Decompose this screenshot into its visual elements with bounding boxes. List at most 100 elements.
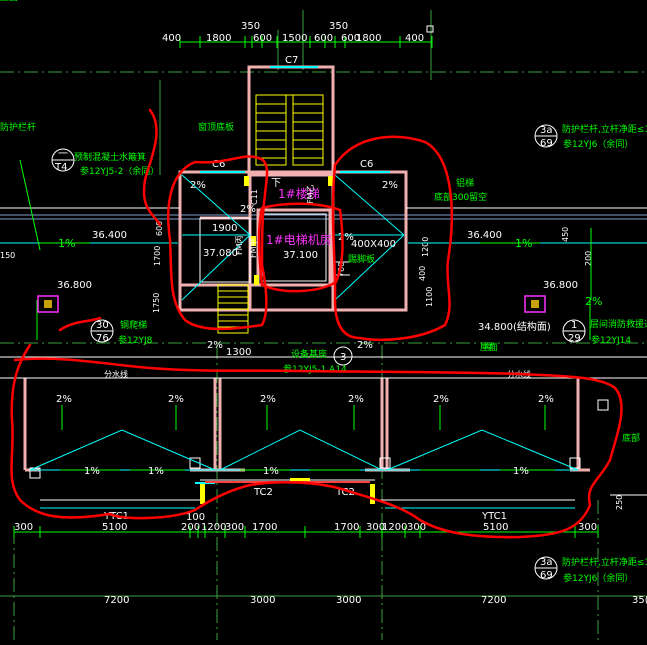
notes: 预制混凝土水簸箕 参12YJ5-2（余同） 窗顶底板 钢爬梯 底部300留空 铝…: [0, 0, 647, 584]
lower-roof-cyan: [29, 429, 579, 509]
callout-6-top: 一: [58, 149, 68, 160]
dim-bot-8: 1700: [334, 522, 359, 533]
slope-13: 1%: [148, 466, 164, 477]
note-1: 预制混凝土水簸箕: [74, 151, 146, 163]
callout-6-bottom: T4: [54, 162, 67, 173]
dim-450: 450: [561, 227, 570, 242]
lower-yellow-posts: [200, 478, 375, 504]
dim-top-6: 600: [314, 33, 333, 44]
level-36400-left: 36.400: [92, 230, 127, 241]
dim-bot-13: 300: [578, 522, 597, 533]
callout-5-bottom: 69: [540, 570, 553, 581]
window-c6-right-label: C6: [360, 159, 373, 170]
note-17: 屋面: [480, 342, 498, 353]
slope-10: 2%: [56, 394, 72, 405]
slope-2: 1%: [515, 237, 532, 250]
elevator-room-label: 1#电梯机房: [266, 232, 332, 247]
callout-3-top: 1: [571, 320, 577, 331]
note-8: 设备基座: [291, 348, 327, 360]
callout-2-bottom: 76: [96, 333, 109, 344]
window-ytc1-b: YTC1: [481, 511, 507, 522]
window-tc2-a: TC2: [253, 487, 273, 498]
dim-1700: 1700: [153, 246, 162, 266]
note-3: 窗顶底板: [198, 121, 234, 133]
slope-8: 2%: [357, 340, 373, 351]
slope-11: 2%: [168, 394, 184, 405]
note-14: 底部: [622, 432, 640, 444]
dim-bot-1: 300: [14, 522, 33, 533]
slope-19: 2%: [538, 394, 554, 405]
door-marks: [244, 176, 333, 285]
slope-1: 1%: [58, 237, 75, 250]
dim-1100: 1100: [425, 287, 434, 307]
window-c7-label: C7: [285, 55, 298, 66]
left-room-level: 37.080: [203, 248, 238, 259]
roof-rails: [0, 207, 647, 358]
dim-bot-4: 200: [181, 522, 200, 533]
axis-dim-5: 35(: [632, 595, 647, 606]
window-c6-left-label: C6: [212, 159, 225, 170]
dim-top-2: 1800: [206, 33, 231, 44]
dim-600: 600: [155, 221, 164, 236]
dim-1200: 1200: [421, 237, 430, 257]
axis-dim-2: 3000: [250, 595, 275, 606]
dim-top-9: 1800: [356, 33, 381, 44]
slope-7: 2%: [207, 340, 223, 351]
dim-bot-6: 300: [225, 522, 244, 533]
callout-1-top: 3a: [540, 125, 553, 136]
note-4: 钢爬梯: [120, 319, 147, 331]
slope-14: 1%: [263, 466, 279, 477]
callout-1-bottom: 69: [540, 138, 553, 149]
level-36400-right: 36.400: [467, 230, 502, 241]
dim-top-7: 350: [329, 21, 348, 32]
lower-roof-walls: [23, 378, 590, 472]
note-6: 铝梯: [456, 177, 474, 189]
dim-250: 250: [615, 495, 624, 510]
dim-bot-12: 5100: [483, 522, 508, 533]
green-arrows: [19, 159, 592, 340]
dim-top-8: 600: [341, 33, 360, 44]
door-fm-c: FM丙: [235, 235, 244, 255]
note-20: 踢脚板: [348, 253, 375, 265]
top-dimension-chain: 400 1800 350 600 1500 600 350 600 1800 4…: [162, 21, 434, 48]
dim-top-1: 400: [162, 33, 181, 44]
door-fm-b: FM甲: [249, 238, 258, 258]
axis-lines: [0, 10, 647, 640]
note-9: 参12YJ5-1 A14: [283, 363, 347, 375]
note-12: 层间消防救援通: [590, 318, 647, 330]
detail-callouts: [51, 124, 586, 580]
slope-17: 2%: [348, 394, 364, 405]
elevator-room-level: 37.100: [283, 250, 318, 261]
small-stair: [217, 284, 249, 334]
dim-700: 700: [337, 262, 346, 277]
note-24: T4: [0, 0, 11, 3]
slope-9: 2%: [585, 295, 602, 308]
axis-dim-4: 7200: [481, 595, 506, 606]
lower-arrows: [60, 405, 555, 471]
dim-bot-2: 5100: [102, 522, 127, 533]
callout-4-top: 3: [340, 352, 346, 363]
note-21: 防护栏杆: [0, 121, 36, 133]
note-15: 分水线: [104, 369, 128, 379]
axis-dim-1: 7200: [104, 595, 129, 606]
slope-18: 2%: [433, 394, 449, 405]
dim-1300: 1300: [226, 347, 251, 358]
callout-5-top: 3a: [540, 557, 553, 568]
note-7: 参12YJ8: [118, 334, 153, 346]
note-10: 防护栏杆,立杆净距≤110,: [562, 123, 647, 135]
lower-roof-edges: [0, 377, 647, 501]
slope-15: 1%: [513, 466, 529, 477]
callout-texts: 3a 69 30 76 1 29 3 3a 69 一 T4: [54, 125, 581, 581]
dim-top-3: 350: [241, 21, 260, 32]
dim-top-4: 600: [253, 33, 272, 44]
note-25: 屋面: [0, 0, 18, 3]
bottom-dimension-chain: [13, 526, 599, 538]
slope-4: 2%: [382, 180, 398, 191]
slope-12: 1%: [84, 466, 100, 477]
dim-bot-7: 1700: [252, 522, 277, 533]
dim-1750: 1750: [152, 293, 161, 313]
dim-top-10: 400: [405, 33, 424, 44]
dim-bot-5: 1200: [201, 522, 226, 533]
opening-size: 400X400: [351, 239, 396, 250]
